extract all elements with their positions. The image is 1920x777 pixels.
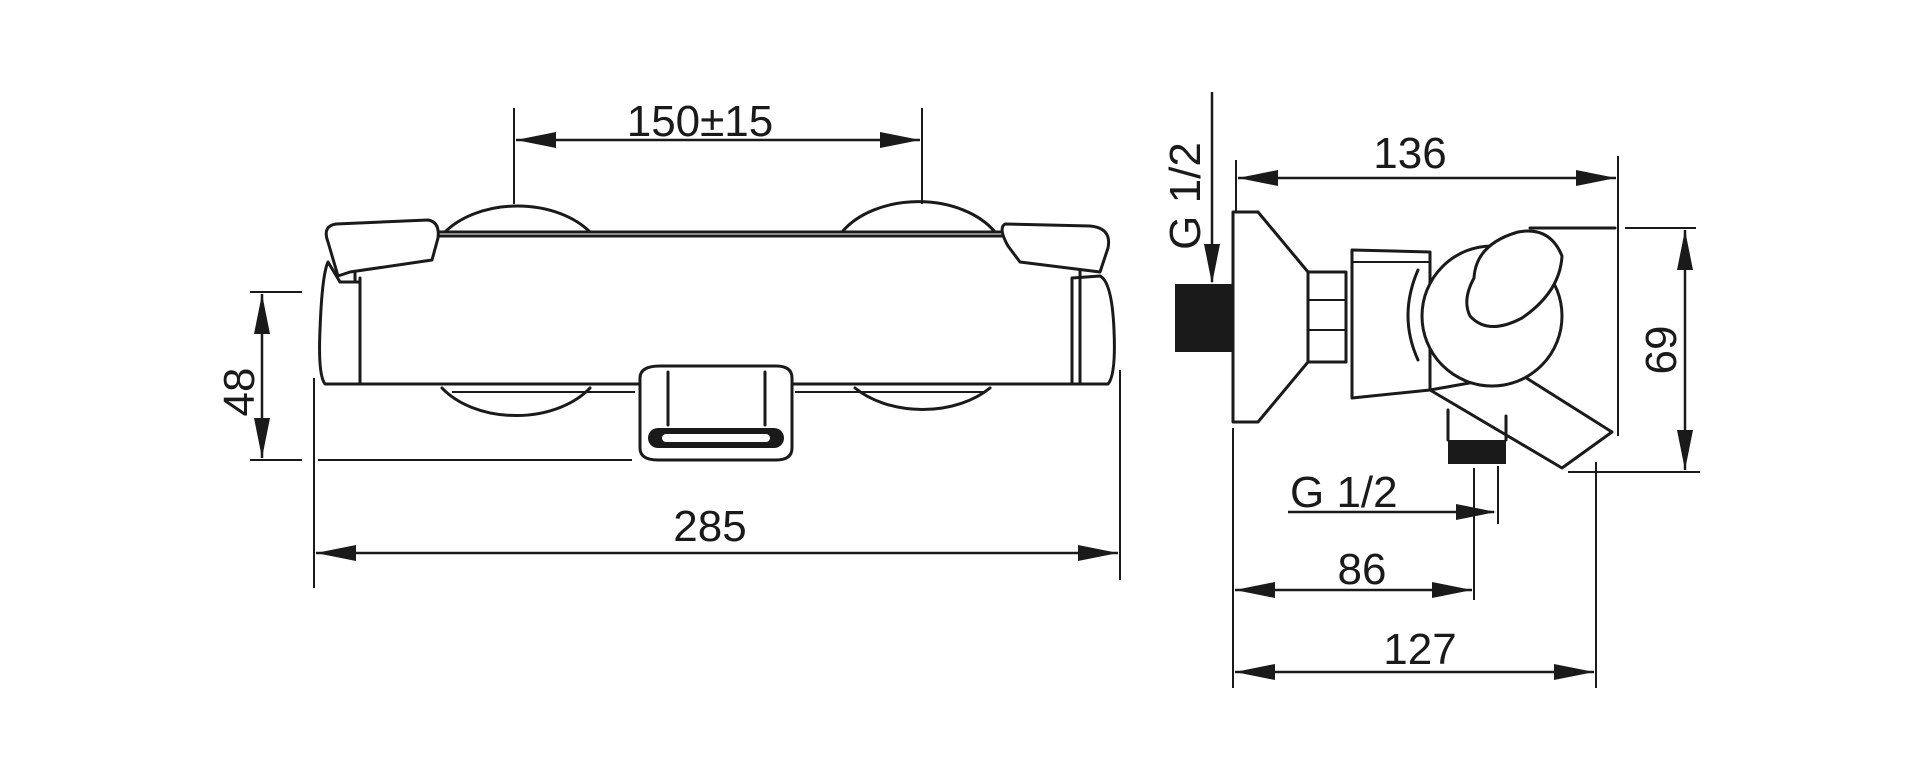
- eccentric-disc-left-top: [443, 204, 592, 234]
- front-view: 150±15 48 285: [215, 97, 1121, 588]
- eccentric-disc-left-bottom: [440, 386, 592, 417]
- dim-width: 285: [313, 370, 1121, 588]
- dim-depth: 136: [1235, 129, 1619, 436]
- dim-inlet-arrow: [1204, 244, 1220, 284]
- dim-depth-label: 136: [1373, 129, 1446, 178]
- dim-69-arrow-bottom: [1677, 430, 1693, 470]
- dim-height-front: 48: [215, 291, 302, 461]
- wall-flange: [1231, 210, 1310, 424]
- dim-height-side: 69: [1568, 227, 1700, 473]
- side-view: G 1/2 136 69 G 1/2: [1161, 92, 1700, 688]
- spout-aerator-slot: [662, 434, 770, 442]
- dim-outlet-offset: 86: [1232, 428, 1475, 688]
- dim-86-arrow-right: [1432, 582, 1472, 598]
- dim-width-arrow-left: [316, 545, 356, 561]
- left-handle: [318, 218, 440, 386]
- dim-inlet-label: G 1/2: [1161, 142, 1210, 250]
- eccentric-disc-right-bottom: [853, 386, 992, 412]
- dim-127-arrow-right: [1554, 664, 1594, 680]
- dim-outlet-thread: G 1/2: [1288, 466, 1499, 524]
- outlet-thread: [1448, 440, 1506, 464]
- dim-centers-arrow-left: [516, 132, 556, 148]
- dim-centers-label: 150±15: [627, 97, 774, 146]
- dim-127-label: 127: [1383, 625, 1456, 674]
- dim-centers: 150±15: [513, 97, 923, 204]
- dim-body-depth: 127: [1235, 462, 1597, 688]
- dim-86-label: 86: [1338, 545, 1387, 594]
- side-handle-lever: [1465, 229, 1564, 328]
- dim-depth-arrow-right: [1576, 170, 1616, 186]
- inlet-thread: [1175, 284, 1233, 352]
- side-handle-knob-rim: [1406, 268, 1420, 362]
- mixer-body: [353, 230, 1082, 386]
- dim-inlet-thread: G 1/2: [1161, 92, 1220, 284]
- dim-depth-arrow-left: [1238, 170, 1278, 186]
- dim-outlet-label: G 1/2: [1290, 468, 1398, 517]
- right-handle-cap: [1070, 274, 1116, 386]
- inlet-nut: [1306, 270, 1348, 364]
- dim-centers-arrow-right: [880, 132, 920, 148]
- left-handle-lever: [324, 218, 440, 278]
- dim-width-label: 285: [673, 502, 746, 551]
- bath-spout: [638, 364, 794, 462]
- dim-86-arrow-left: [1235, 582, 1275, 598]
- dim-height-label: 48: [215, 368, 264, 417]
- dim-outlet-arrow: [1456, 504, 1496, 520]
- dim-69-label: 69: [1637, 326, 1686, 375]
- eccentric-disc-right-top: [840, 200, 997, 234]
- right-handle-lever: [1000, 222, 1111, 274]
- dim-height-arrow-bottom: [254, 418, 270, 458]
- dim-127-arrow-left: [1235, 664, 1275, 680]
- dim-69-arrow-top: [1677, 230, 1693, 270]
- right-handle: [1000, 222, 1116, 386]
- dim-width-arrow-right: [1078, 545, 1118, 561]
- left-handle-cap: [318, 260, 362, 386]
- dim-height-arrow-top: [254, 294, 270, 334]
